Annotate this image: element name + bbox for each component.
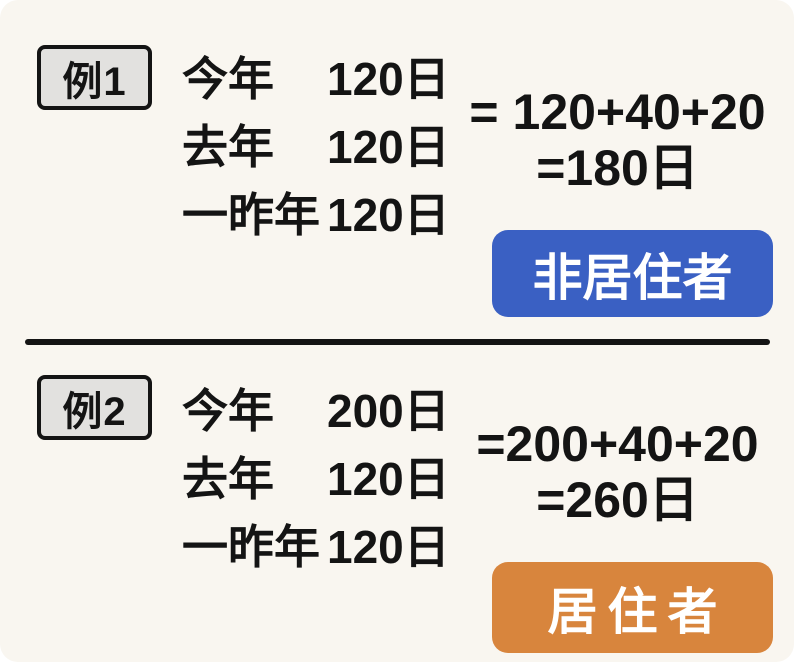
days-value: 120日 bbox=[327, 189, 450, 241]
example-1-day-list: 今年 120日 去年 120日 一昨年 120日 bbox=[182, 42, 450, 246]
days-value: 120日 bbox=[327, 53, 450, 105]
year-label: 去年 bbox=[182, 453, 274, 505]
year-label: 一昨年 bbox=[182, 521, 320, 573]
days-value: 120日 bbox=[327, 121, 450, 173]
example-2-tag-label: 例2 bbox=[62, 389, 127, 434]
days-value: 120日 bbox=[327, 453, 450, 505]
example-2-equation: =200+40+20 =260日 bbox=[450, 416, 785, 528]
example-2-tag: 例2 bbox=[37, 375, 152, 440]
resident-badge: 居住者 bbox=[492, 562, 773, 653]
day-row: 一昨年 120日 bbox=[182, 510, 450, 578]
day-row: 今年 200日 bbox=[182, 374, 450, 442]
year-label: 去年 bbox=[182, 121, 274, 173]
example-1-tag: 例1 bbox=[37, 45, 152, 110]
year-label: 今年 bbox=[182, 385, 274, 437]
equation-total-line: =260日 bbox=[536, 472, 699, 528]
section-divider bbox=[25, 339, 770, 345]
day-row: 去年 120日 bbox=[182, 442, 450, 510]
example-2-day-list: 今年 200日 去年 120日 一昨年 120日 bbox=[182, 374, 450, 578]
nonresident-badge-label: 非居住者 bbox=[532, 249, 733, 306]
equation-total-line: =180日 bbox=[536, 140, 699, 196]
example-1-equation: = 120+40+20 =180日 bbox=[450, 84, 785, 196]
days-value: 120日 bbox=[327, 521, 450, 573]
days-value: 200日 bbox=[327, 385, 450, 437]
equation-sum-line: = 120+40+20 bbox=[469, 84, 766, 140]
year-label: 一昨年 bbox=[182, 189, 320, 241]
year-label: 今年 bbox=[182, 53, 274, 105]
day-row: 去年 120日 bbox=[182, 110, 450, 178]
nonresident-badge: 非居住者 bbox=[492, 230, 773, 317]
day-row: 一昨年 120日 bbox=[182, 178, 450, 246]
example-1-tag-label: 例1 bbox=[62, 59, 127, 104]
equation-sum-line: =200+40+20 bbox=[476, 416, 759, 472]
day-row: 今年 120日 bbox=[182, 42, 450, 110]
resident-badge-label: 居住者 bbox=[547, 583, 728, 640]
